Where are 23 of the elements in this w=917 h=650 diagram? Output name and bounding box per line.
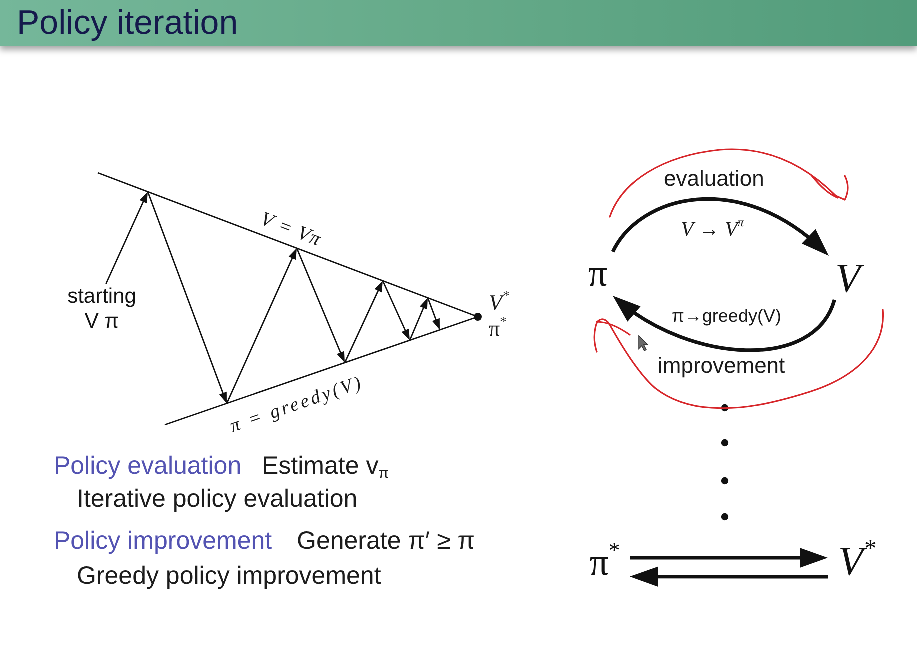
optimal-policy-symbol: π$^{*}$ xyxy=(580,540,630,586)
method-text: Iterative policy evaluation xyxy=(77,485,358,514)
limit-label: π$^{*}$ xyxy=(489,316,507,342)
arrow xyxy=(106,192,148,284)
arrow xyxy=(611,198,830,256)
limit-label: V$^{*}$ xyxy=(489,290,510,316)
slide-title: Policy iteration xyxy=(17,3,238,43)
policy-symbol: π xyxy=(583,252,613,296)
arrow xyxy=(630,548,828,568)
arrow xyxy=(612,296,836,352)
term-label: Policy evaluation xyxy=(54,452,242,481)
line-label: V = Vπ xyxy=(257,208,325,252)
value-symbol: V xyxy=(829,256,867,300)
edge-label: improvement xyxy=(656,354,788,378)
method-text: Greedy policy improvement xyxy=(77,562,382,591)
start-text: starting V π xyxy=(60,284,144,334)
optimal-value-symbol: V$^{*}$ xyxy=(828,536,886,586)
arrow xyxy=(630,566,828,587)
term-label: Policy improvement xyxy=(54,527,272,556)
description-text: Estimate v$_{π}$ xyxy=(262,452,390,481)
description-text: Generate π′ ≥ π xyxy=(297,527,475,556)
arc-formula: V → V$^{π}$ xyxy=(681,217,744,242)
arc-formula: π→greedy(V) xyxy=(672,306,782,327)
